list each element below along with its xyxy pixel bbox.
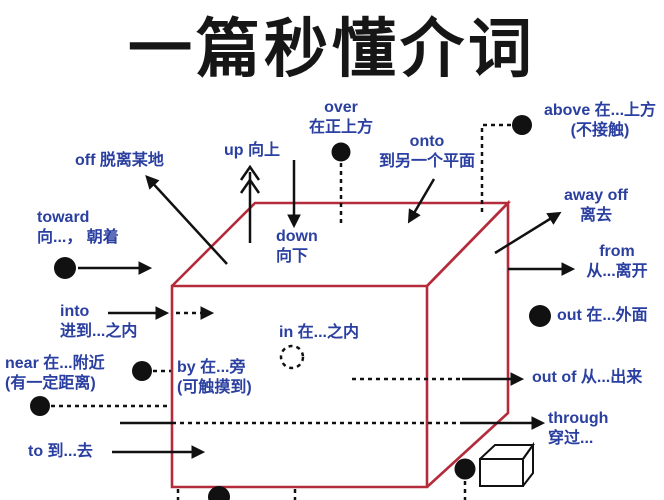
label-to: to 到...去 bbox=[28, 443, 93, 460]
small-cube bbox=[479, 441, 535, 487]
in-dashed-circle bbox=[279, 344, 305, 370]
away-off-arrow bbox=[494, 211, 562, 255]
over-dot bbox=[331, 142, 351, 162]
near-dot bbox=[30, 396, 50, 416]
label-down: down 向下 bbox=[276, 228, 318, 265]
label-onto: onto 到另一个平面 bbox=[378, 133, 476, 170]
above-dashed-line bbox=[480, 123, 511, 216]
small-cube-dot bbox=[454, 458, 476, 480]
label-through: through 穿过... bbox=[548, 410, 609, 447]
cube-top-face bbox=[171, 201, 512, 287]
label-out: out 在...外面 bbox=[557, 307, 648, 324]
label-near: near 在...附近 (有一定距离) bbox=[5, 355, 105, 392]
onto-arrow bbox=[407, 178, 436, 224]
cube-right-face bbox=[426, 199, 510, 488]
label-up: up 向上 bbox=[224, 142, 280, 159]
by-dot bbox=[132, 361, 152, 381]
label-over: over 在正上方 bbox=[308, 99, 374, 136]
up-arrow bbox=[239, 164, 261, 243]
label-away-off: away off 离去 bbox=[563, 187, 629, 224]
label-off: off 脱离某地 bbox=[75, 152, 164, 169]
label-by: by 在...旁 (可触摸到) bbox=[177, 359, 252, 396]
label-from: from 从...离开 bbox=[586, 243, 648, 280]
label-into: into 进到...之内 bbox=[60, 303, 138, 340]
label-out-of: out of 从...出来 bbox=[532, 369, 643, 386]
bottom-dot bbox=[208, 486, 230, 500]
page-title: 一篇秒懂介词 bbox=[128, 13, 536, 85]
label-toward: toward 向...， 朝着 bbox=[37, 209, 119, 246]
toward-dot bbox=[54, 257, 76, 279]
label-in: in 在...之内 bbox=[279, 324, 360, 341]
small-cube-front bbox=[479, 458, 524, 487]
cube bbox=[170, 199, 512, 489]
above-dot bbox=[512, 115, 532, 135]
off-arrow bbox=[145, 174, 228, 265]
label-above: above 在...上方 (不接触) bbox=[543, 102, 657, 139]
small-cube-right bbox=[522, 441, 534, 487]
out-dot bbox=[529, 305, 551, 327]
